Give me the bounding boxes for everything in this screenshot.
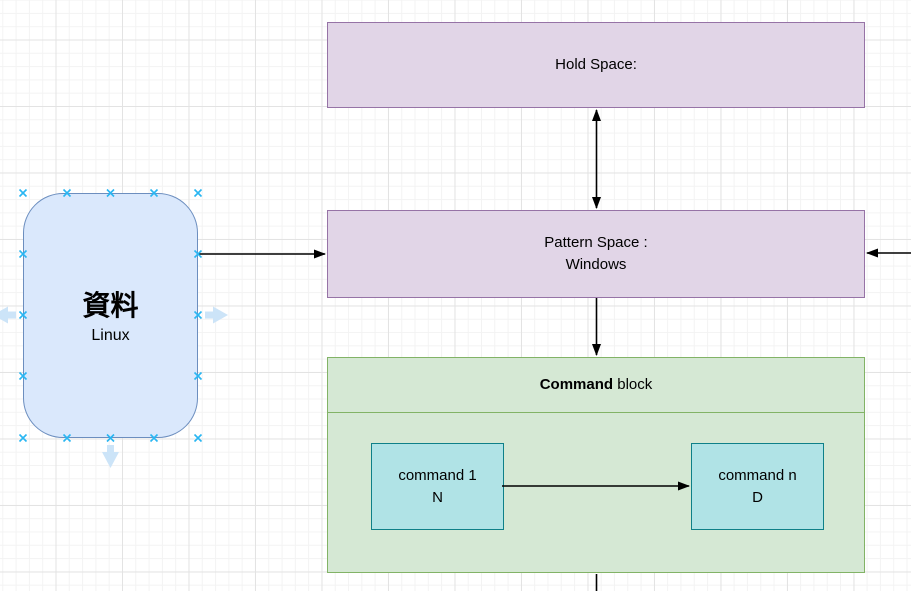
- pattern-space-label-line2: Windows: [565, 256, 627, 273]
- data-node-subtitle: Linux: [91, 326, 130, 344]
- connection-point-icon[interactable]: [18, 433, 28, 443]
- command-1-label-line1: command 1: [398, 466, 477, 484]
- pattern-space-node[interactable]: Pattern Space : Windows: [327, 210, 865, 298]
- data-node-title: 資料: [82, 289, 139, 321]
- command-1-label-line2: N: [432, 488, 443, 506]
- hold-space-label: Hold Space:: [555, 56, 637, 73]
- direction-arrow-left-icon[interactable]: [0, 306, 16, 324]
- data-node[interactable]: 資料 Linux: [23, 193, 198, 438]
- command-1-node[interactable]: command 1 N: [371, 443, 504, 530]
- connection-point-icon[interactable]: [193, 433, 203, 443]
- command-n-node[interactable]: command n D: [691, 443, 824, 530]
- command-block-title-bold: Command: [539, 376, 614, 393]
- hold-space-node[interactable]: Hold Space:: [327, 22, 865, 108]
- pattern-space-label-line1: Pattern Space :: [544, 234, 648, 251]
- command-block-title: Command block: [540, 374, 653, 396]
- connection-point-icon[interactable]: [193, 188, 203, 198]
- command-n-label-line2: D: [752, 488, 763, 506]
- direction-arrow-down-icon[interactable]: [102, 445, 119, 468]
- command-block-node[interactable]: Command block command 1 N command n D: [327, 357, 865, 573]
- command-n-label-line1: command n: [718, 466, 797, 484]
- command-block-header: Command block: [328, 358, 864, 413]
- command-block-title-rest: block: [617, 376, 653, 393]
- connection-point-icon[interactable]: [18, 188, 28, 198]
- direction-arrow-right-icon[interactable]: [205, 306, 228, 324]
